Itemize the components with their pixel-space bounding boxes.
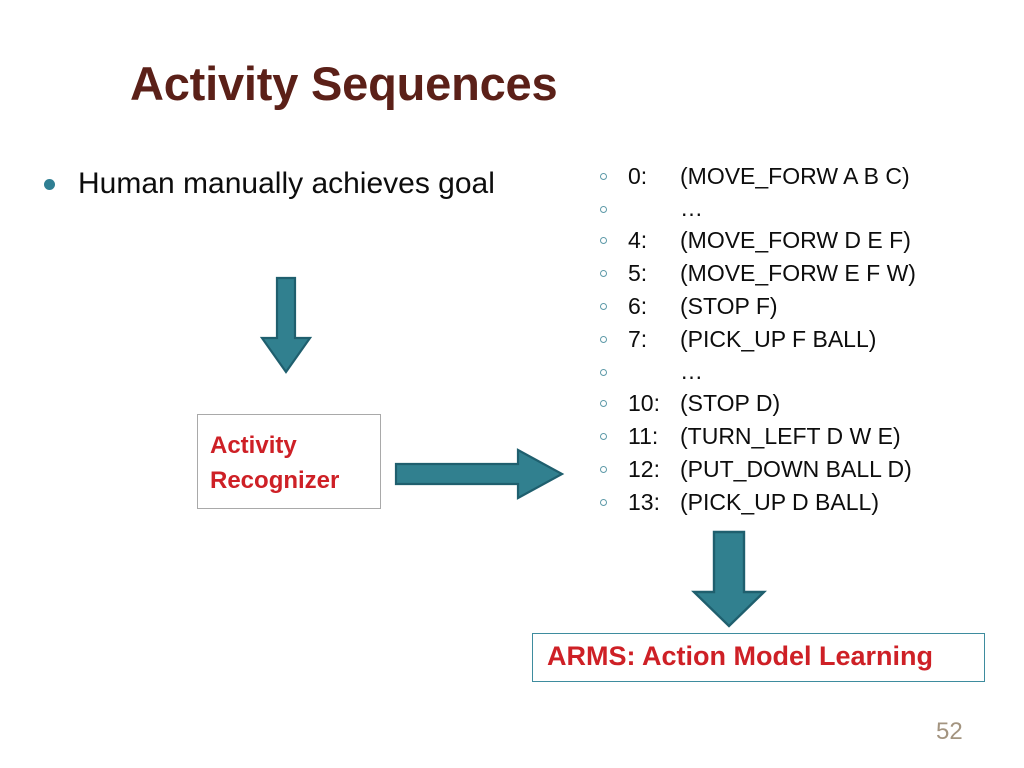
list-item-action: (PICK_UP F BALL) [680,326,877,352]
list-item-index: 10: [628,390,660,416]
list-item-index: 7: [628,326,648,352]
bullet-circle-icon [600,270,607,277]
list-item-action: (STOP F) [680,293,778,319]
list-item-index: 12: [628,456,660,482]
list-item: 0: (MOVE_FORW A B C) [598,160,1018,193]
list-item-action: (STOP D) [680,390,781,416]
activity-recognizer-line1: Activity [210,432,297,459]
bullet-circle-icon [600,206,607,213]
activity-recognizer-label: Activity Recognizer [210,428,339,498]
list-item: 11: (TURN_LEFT D W E) [598,420,1018,453]
list-item: 13: (PICK_UP D BALL) [598,486,1018,519]
list-item-action: (PICK_UP D BALL) [680,489,879,515]
list-item: 6: (STOP F) [598,290,1018,323]
list-item-index: 13: [628,489,660,515]
list-item-index: 11: [628,423,659,449]
arms-box[interactable]: ARMS: Action Model Learning [532,633,985,682]
list-item-action: (MOVE_FORW E F W) [680,260,916,286]
bullet-circle-icon [600,173,607,180]
activity-recognizer-line2: Recognizer [210,467,340,494]
bullet-circle-icon [600,303,607,310]
list-item-label: Human manually achieves goal [78,167,495,200]
list-item: … [598,356,1018,387]
action-sequence-list: 0: (MOVE_FORW A B C) … 4: (MOVE_FORW D E F… [598,160,1018,519]
list-item-index: 6: [628,293,648,319]
list-item-action: (MOVE_FORW D E F) [680,227,911,253]
list-item-action: (MOVE_FORW A B C) [680,163,910,189]
list-item-index: 4: [628,227,648,253]
list-item: … [598,193,1018,224]
list-item: 4: (MOVE_FORW D E F) [598,224,1018,257]
down-arrow-icon [691,530,767,628]
bullet-dot-icon [44,179,55,190]
down-arrow-icon [259,276,313,374]
list-item-action: (PUT_DOWN BALL D) [680,456,912,482]
bullet-circle-icon [600,369,607,376]
bullet-circle-icon [600,336,607,343]
right-arrow-icon [394,448,565,500]
list-item-action: … [680,358,703,384]
list-item-action: (TURN_LEFT D W E) [680,423,901,449]
list-item-index: 0: [628,163,648,189]
left-content-column: Human manually achieves goal [34,160,554,208]
list-item: 7: (PICK_UP F BALL) [598,323,1018,356]
activity-recognizer-box[interactable]: Activity Recognizer [197,414,381,509]
bullet-circle-icon [600,237,607,244]
list-item: 12: (PUT_DOWN BALL D) [598,453,1018,486]
list-item: 10: (STOP D) [598,387,1018,420]
bullet-circle-icon [600,499,607,506]
page-title: Activity Sequences [130,57,558,110]
bullet-circle-icon [600,433,607,440]
bullet-circle-icon [600,400,607,407]
page-number: 52 [936,718,963,745]
list-item: Human manually achieves goal [34,160,554,208]
arms-label: ARMS: Action Model Learning [547,641,933,671]
bullet-circle-icon [600,466,607,473]
list-item-index: 5: [628,260,648,286]
list-item-action: … [680,195,703,221]
list-item: 5: (MOVE_FORW E F W) [598,257,1018,290]
